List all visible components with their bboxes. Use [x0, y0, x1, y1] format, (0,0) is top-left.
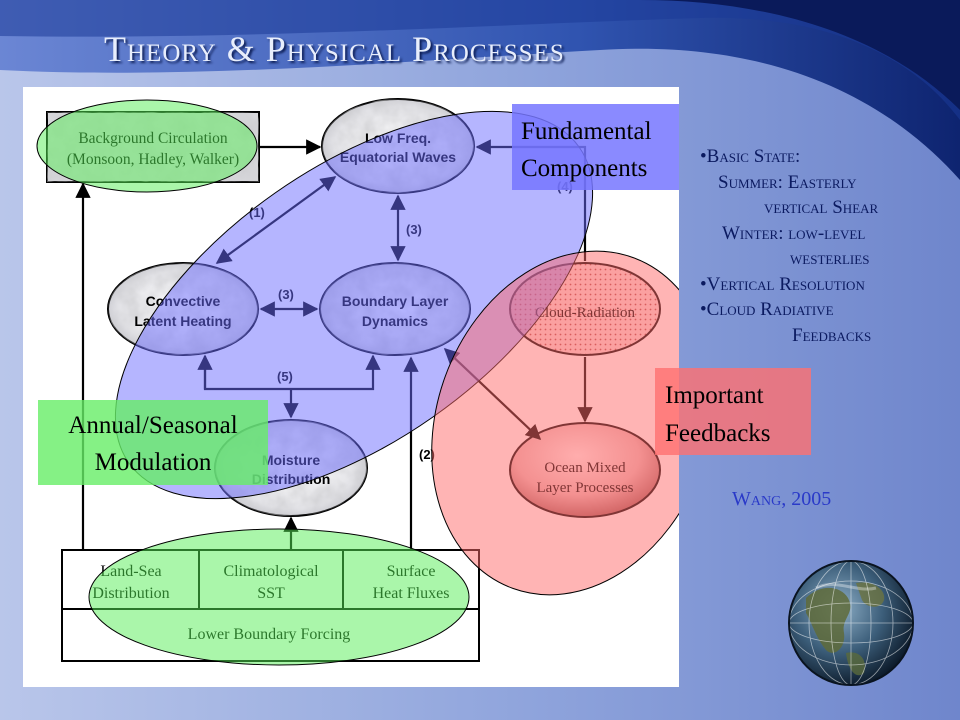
- bullet-list: •Basic State: Summer: Easterly vertical …: [700, 144, 958, 348]
- citation: Wang, 2005: [732, 488, 832, 510]
- green-forcing-region: [88, 528, 470, 666]
- important-line1: Important: [665, 382, 764, 409]
- arrow-label-2: (2): [419, 447, 435, 462]
- bullet-vertical-shear: vertical Shear: [764, 197, 879, 218]
- important-feedbacks-label: Important Feedbacks: [655, 368, 811, 455]
- bullet-basic-state: •Basic State:: [700, 146, 801, 167]
- annual-line2: Modulation: [95, 449, 212, 476]
- bullet-winter: Winter: low-level: [722, 222, 866, 244]
- annual-seasonal-label: Annual/Seasonal Modulation: [38, 400, 268, 485]
- slide-title: Theory & Physical Processes: [104, 29, 565, 69]
- bullet-westerlies: westerlies: [790, 248, 870, 269]
- bullet-cloud-radiative: •Cloud Radiative: [700, 299, 834, 320]
- annual-line1: Annual/Seasonal: [68, 412, 237, 439]
- fundamental-components-label: Fundamental Components: [512, 104, 679, 190]
- bullet-feedbacks: Feedbacks: [792, 324, 872, 346]
- red-feedback-region: [431, 250, 679, 596]
- green-background-region: [36, 99, 258, 193]
- bullet-vertical-resolution: •Vertical Resolution: [700, 273, 865, 295]
- bullet-summer: Summer: Easterly: [718, 171, 857, 193]
- process-diagram: Background Circulation (Monsoon, Hadley,…: [23, 87, 679, 687]
- globe-icon: [788, 560, 914, 686]
- important-line2: Feedbacks: [665, 420, 771, 447]
- fundamental-line2: Components: [521, 155, 647, 182]
- fundamental-line1: Fundamental: [521, 118, 652, 145]
